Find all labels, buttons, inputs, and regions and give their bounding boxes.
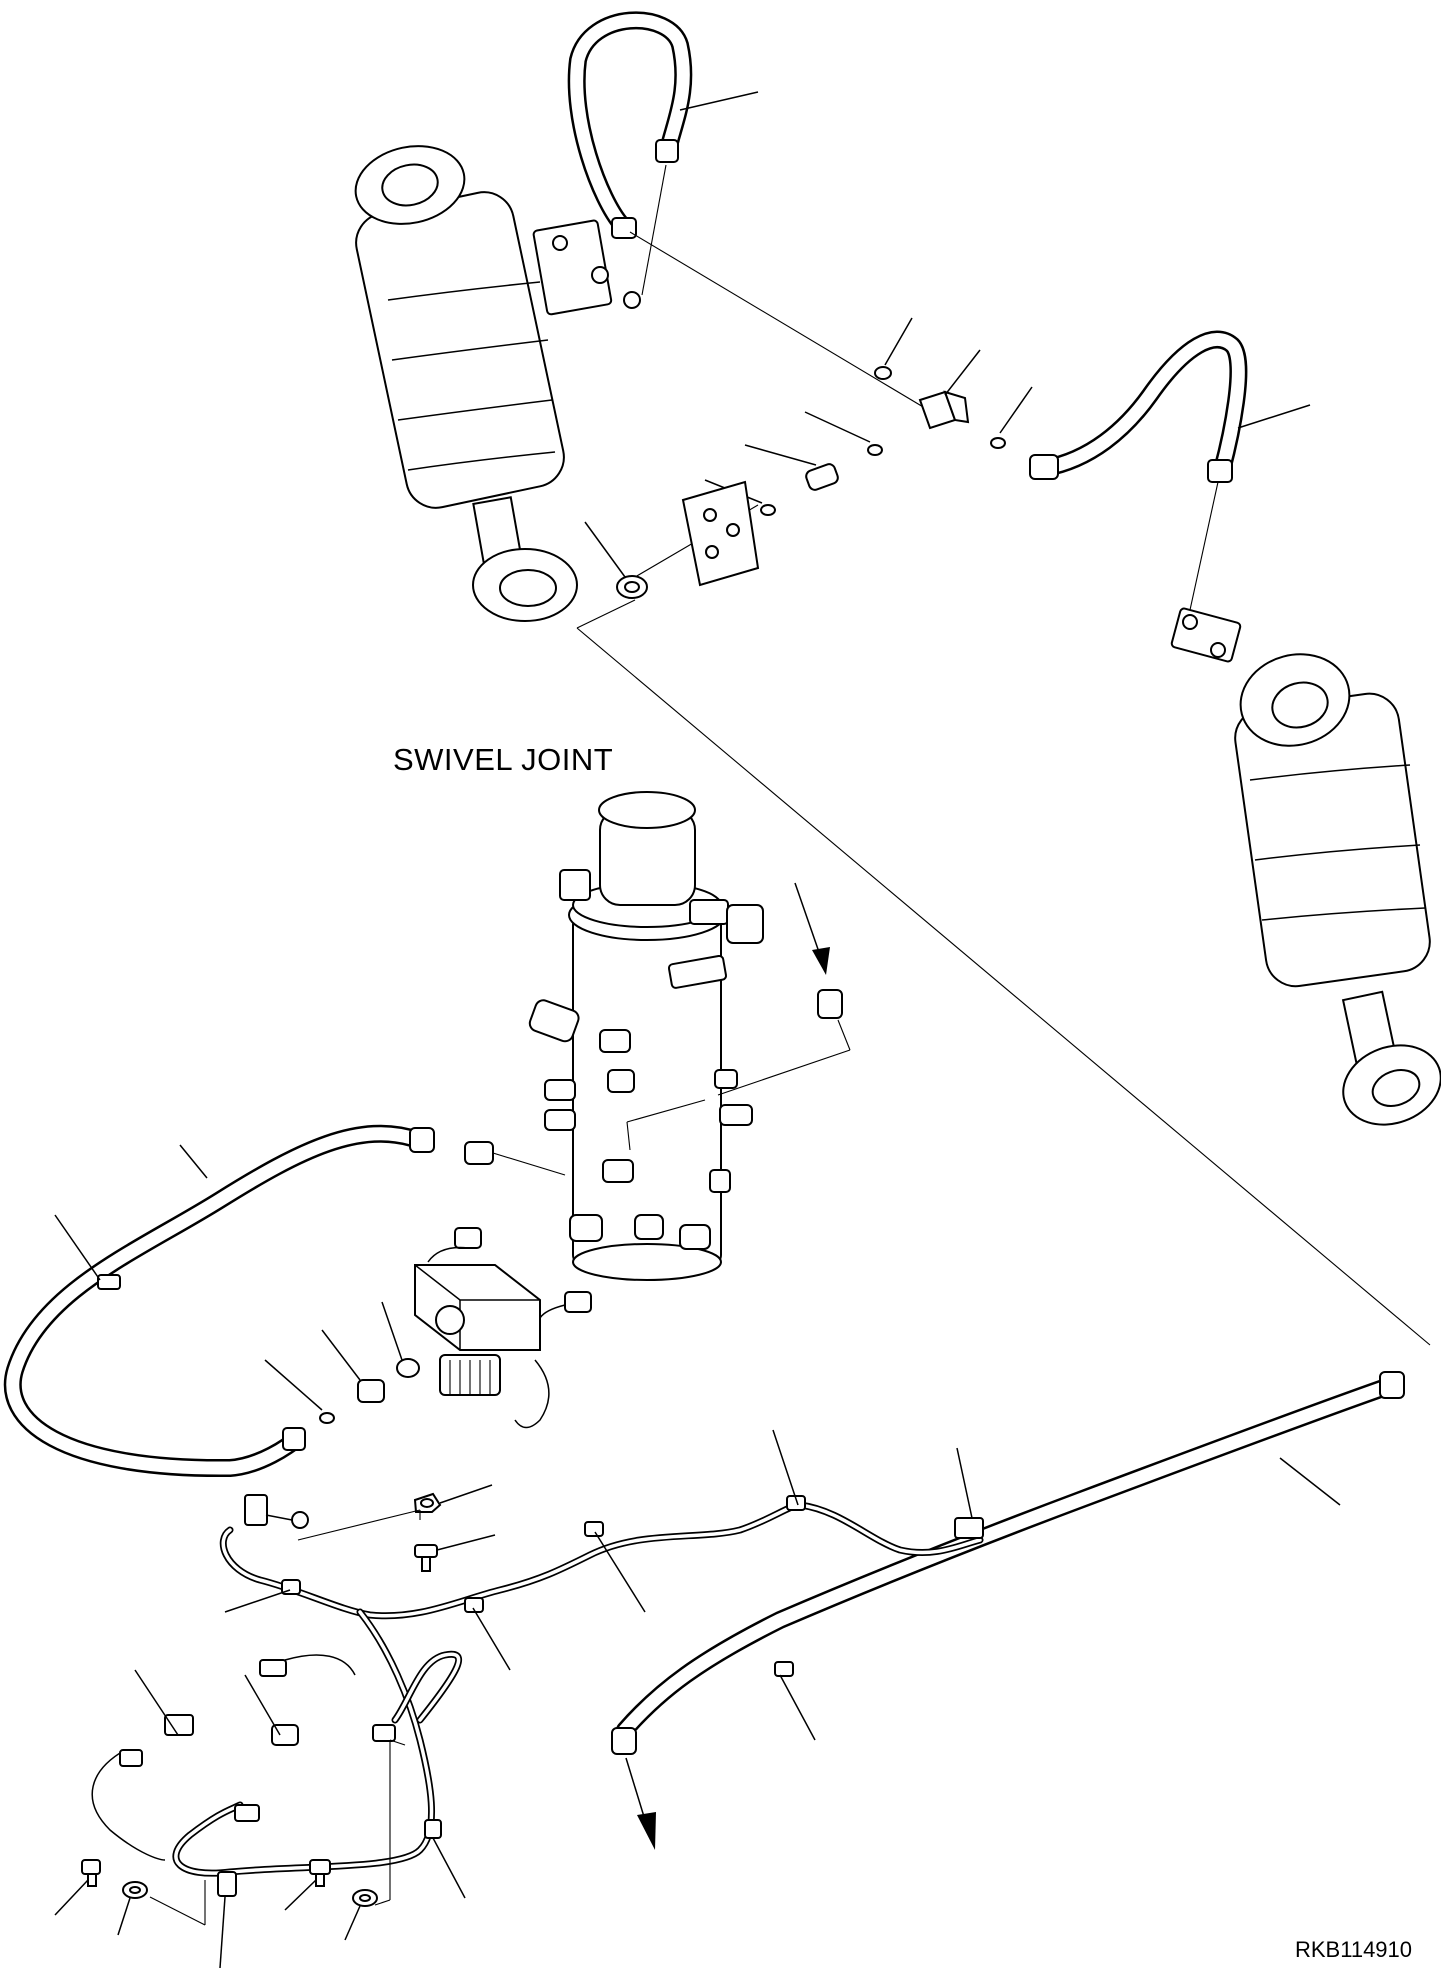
left-loop-hose (3, 1124, 566, 1478)
solenoid-valve-block (264, 1227, 592, 1429)
drawing-code: RKB114910 (1295, 1937, 1412, 1962)
right-hydraulic-cylinder (1170, 607, 1441, 1126)
wiring-harness (91, 1429, 984, 1968)
fittings-group (584, 317, 1033, 599)
right-upper-hose (1029, 330, 1311, 611)
left-hydraulic-cylinder (354, 145, 641, 622)
flow-arrow-upper (626, 882, 851, 1151)
swivel-joint-label: SWIVEL JOINT (393, 742, 613, 777)
swivel-joint (528, 791, 764, 1281)
top-hose (567, 11, 759, 296)
guide-lines (576, 231, 1431, 1346)
long-lower-hose (611, 1371, 1405, 1850)
bolts-washers (54, 1484, 496, 1941)
